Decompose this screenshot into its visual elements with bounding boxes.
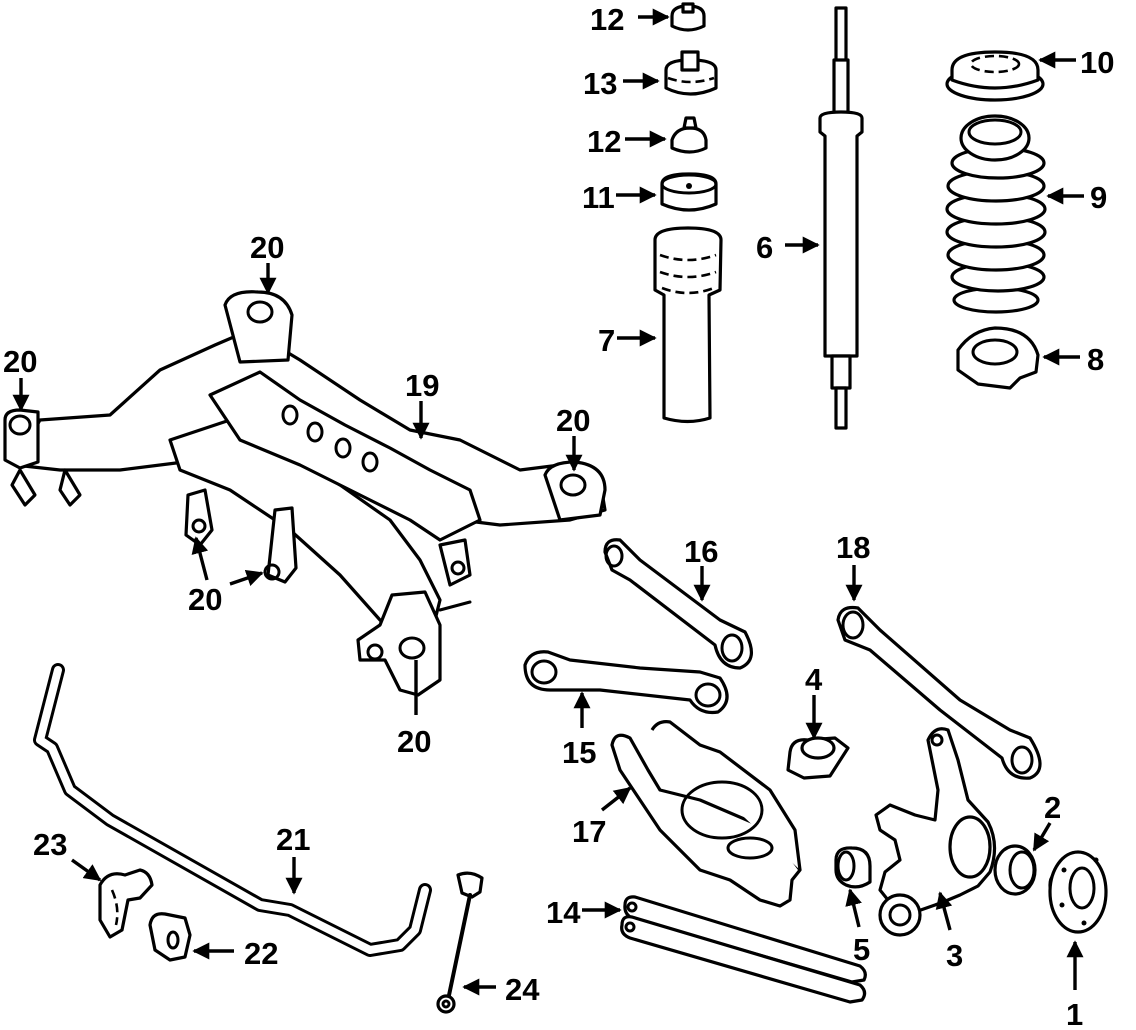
callout-arrows <box>12 8 1084 996</box>
callout-20-bottom: 20 <box>397 724 431 759</box>
lower-insulator-part <box>956 326 1040 390</box>
differential-mount-part <box>786 736 850 780</box>
wheel-hub-part <box>1048 850 1108 934</box>
callout-10: 10 <box>1080 45 1114 80</box>
callout-12-top: 12 <box>590 2 624 37</box>
wheel-bearing-part <box>993 844 1037 896</box>
callout-5: 5 <box>853 932 870 967</box>
lower-link-part <box>523 650 729 715</box>
callout-13: 13 <box>583 66 617 101</box>
mount-nut-top-part <box>670 2 706 32</box>
callout-16: 16 <box>684 534 718 569</box>
trailing-link-part <box>620 895 867 1004</box>
lower-control-arm-part <box>610 720 802 908</box>
callout-9: 9 <box>1090 180 1107 215</box>
upper-insulator-part <box>945 50 1045 102</box>
stabilizer-link-part <box>436 871 484 1014</box>
callout-3: 3 <box>946 938 963 973</box>
callout-24: 24 <box>505 972 540 1007</box>
callout-15: 15 <box>562 735 596 770</box>
callout-23: 23 <box>33 827 67 862</box>
callout-14: 14 <box>546 895 581 930</box>
callout-20-left: 20 <box>3 344 37 379</box>
callout-4: 4 <box>805 662 823 697</box>
stabilizer-bushing-part <box>148 912 192 962</box>
leader-3 <box>935 891 953 931</box>
callout-20-top: 20 <box>250 230 284 265</box>
callout-1: 1 <box>1066 997 1083 1030</box>
leader-5 <box>845 888 862 928</box>
callout-18: 18 <box>836 530 870 565</box>
callout-21: 21 <box>276 822 310 857</box>
callout-2: 2 <box>1044 790 1061 825</box>
stabilizer-bracket-part <box>98 868 154 939</box>
bushing-part <box>834 846 872 889</box>
toe-link-part <box>836 605 1042 780</box>
callout-19: 19 <box>405 368 439 403</box>
callout-12-lower: 12 <box>587 124 621 159</box>
boot-part <box>653 226 723 424</box>
callout-11: 11 <box>582 180 615 215</box>
leader-20-lower-a <box>191 536 209 581</box>
leader-17 <box>600 786 632 812</box>
mount-bushing-part <box>664 50 718 96</box>
callout-6: 6 <box>756 230 773 265</box>
leader-20-lower-b <box>229 569 264 587</box>
callout-20-lower: 20 <box>188 582 222 617</box>
upper-link-part <box>603 538 753 670</box>
callout-22: 22 <box>244 936 278 971</box>
bumper-part <box>660 172 718 212</box>
mount-nut-lower-part <box>670 116 708 154</box>
leader-2 <box>1032 822 1052 852</box>
knuckle-part <box>874 727 997 937</box>
stabilizer-bar-part <box>33 663 432 957</box>
callout-8: 8 <box>1087 342 1104 377</box>
leader-23 <box>71 858 102 882</box>
crossmember-part <box>3 290 607 697</box>
callout-17: 17 <box>572 814 606 849</box>
callout-labels: 12 13 12 11 7 6 10 9 8 20 20 19 20 20 20… <box>3 2 1114 1030</box>
shock-absorber-part <box>818 6 864 430</box>
callout-7: 7 <box>598 323 615 358</box>
coil-spring-part <box>945 114 1047 314</box>
callout-20-right: 20 <box>556 403 590 438</box>
